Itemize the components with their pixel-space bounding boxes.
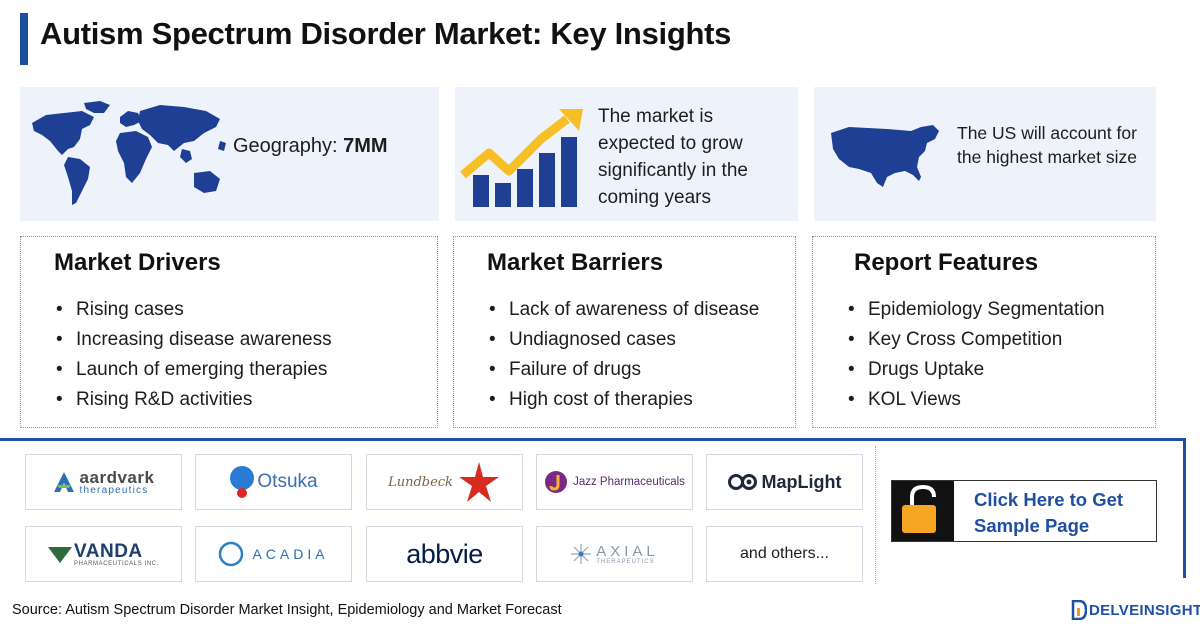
geography-label: Geography: (233, 135, 344, 157)
aardvark-mark-icon (53, 472, 74, 492)
abbvie-name: abbvie (406, 538, 483, 569)
list-item: KOL Views (846, 385, 1105, 415)
otsuka-name: Otsuka (257, 471, 318, 492)
aardvark-logo: aardvark therapeutics (25, 454, 182, 510)
axial-logo: AXIAL THERAPEUTICS (536, 526, 693, 582)
market-drivers-box: Market Drivers Rising cases Increasing d… (20, 236, 438, 428)
jazz-name: Jazz Pharmaceuticals (573, 476, 685, 488)
otsuka-mark-icon (230, 466, 255, 498)
list-item: Rising cases (54, 295, 332, 325)
cta-label: Click Here to Get Sample Page (974, 489, 1124, 536)
sample-page-button[interactable]: Click Here to Get Sample Page (891, 480, 1157, 542)
lundbeck-name: Lundbeck (388, 474, 453, 490)
section-divider-corner (1183, 438, 1186, 578)
abbvie-logo: abbvie (366, 526, 523, 582)
others-tile: and others... (706, 526, 863, 582)
market-drivers-title: Market Drivers (54, 249, 221, 276)
axial-name: AXIAL (596, 542, 659, 560)
us-text: The US will account for the highest mark… (957, 123, 1137, 167)
geography-value: 7MM (343, 135, 388, 157)
market-barriers-list: Lack of awareness of disease Undiagnosed… (487, 295, 759, 415)
list-item: Lack of awareness of disease (487, 295, 759, 325)
report-features-list: Epidemiology Segmentation Key Cross Comp… (846, 295, 1105, 415)
axial-sub: THERAPEUTICS (596, 558, 655, 565)
world-map-icon (32, 101, 226, 205)
list-item: Failure of drugs (487, 355, 759, 385)
delveinsight-logo-icon (1071, 600, 1087, 620)
maplight-name: MapLight (761, 471, 842, 492)
growth-card: The market is expected to grow significa… (455, 87, 798, 221)
otsuka-logo: Otsuka (195, 454, 352, 510)
list-item: High cost of therapies (487, 385, 759, 415)
lundbeck-logo: Lundbeck (366, 454, 523, 510)
list-item: Drugs Uptake (846, 355, 1105, 385)
list-item: Rising R&D activities (54, 385, 332, 415)
vanda-sub: PHARMACEUTICALS INC. (73, 560, 159, 567)
report-features-title: Report Features (854, 249, 1039, 276)
acadia-mark-icon (219, 541, 244, 567)
acadia-name: ACADIA (252, 546, 329, 562)
lundbeck-star-icon (458, 462, 499, 502)
title-accent-bar (20, 13, 28, 65)
list-item: Undiagnosed cases (487, 325, 759, 355)
brand-name: DELVEINSIGHT (1089, 601, 1200, 619)
market-drivers-list: Rising cases Increasing disease awarenes… (54, 295, 332, 415)
list-item: Launch of emerging therapies (54, 355, 332, 385)
vanda-logo: VANDA PHARMACEUTICALS INC. (25, 526, 182, 582)
usa-map-icon (831, 125, 939, 187)
growth-chart-icon (460, 109, 583, 207)
market-barriers-box: Market Barriers Lack of awareness of dis… (453, 236, 796, 428)
aardvark-name: aardvark (79, 467, 155, 487)
maplight-mark-icon (727, 474, 757, 490)
geography-text: Geography: 7MM (233, 135, 388, 158)
delveinsight-brand: DELVEINSIGHT (1071, 600, 1200, 620)
page-title: Autism Spectrum Disorder Market: Key Ins… (40, 16, 732, 51)
maplight-logo: MapLight (706, 454, 863, 510)
market-barriers-title: Market Barriers (487, 249, 664, 276)
us-card: The US will account for the highest mark… (814, 87, 1156, 221)
vanda-mark-icon (47, 547, 72, 563)
acadia-logo: ACADIA (195, 526, 352, 582)
padlock-icon (902, 484, 936, 533)
vanda-name: VANDA (73, 540, 143, 562)
logos-cta-divider (875, 446, 876, 584)
section-divider (0, 438, 1185, 441)
jazz-logo: Jazz Pharmaceuticals (536, 454, 693, 510)
others-text: and others... (740, 545, 829, 562)
cta-lock-panel (892, 481, 954, 541)
list-item: Increasing disease awareness (54, 325, 332, 355)
aardvark-sub: therapeutics (79, 484, 149, 496)
source-note: Source: Autism Spectrum Disorder Market … (12, 602, 562, 618)
list-item: Epidemiology Segmentation (846, 295, 1105, 325)
jazz-mark-icon (545, 471, 568, 493)
geography-card: Geography: 7MM (20, 87, 439, 221)
list-item: Key Cross Competition (846, 325, 1105, 355)
growth-text: The market is expected to grow significa… (598, 106, 748, 208)
report-features-box: Report Features Epidemiology Segmentatio… (812, 236, 1156, 428)
axial-mark-icon (571, 544, 592, 564)
